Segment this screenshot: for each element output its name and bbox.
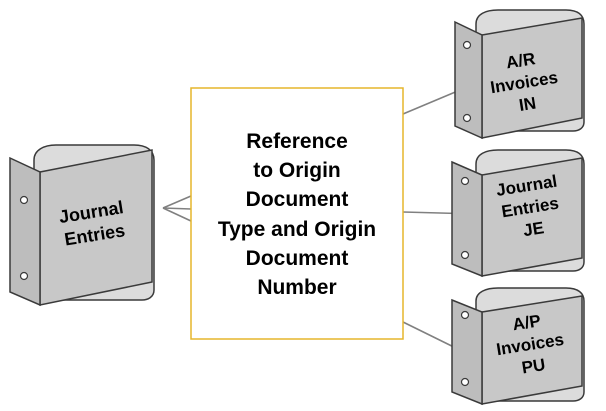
reference-text-line: to Origin bbox=[253, 159, 341, 182]
binder-spine bbox=[451, 160, 483, 278]
binder-spine bbox=[454, 20, 483, 140]
binder-ring-hole bbox=[460, 310, 470, 320]
binder-ring-hole bbox=[462, 40, 472, 50]
binder-spine bbox=[9, 156, 41, 307]
binder-label-line: A/R bbox=[505, 49, 537, 72]
binder-journal-entries-source: Journal Entries bbox=[9, 144, 155, 307]
binder-ring-hole bbox=[19, 271, 29, 281]
binder-label-line: A/P bbox=[511, 311, 542, 334]
binder-ring-hole bbox=[460, 176, 470, 186]
reference-box-border bbox=[190, 87, 404, 340]
reference-text-line: Reference bbox=[246, 130, 348, 153]
binder-ar-invoices: A/R Invoices IN bbox=[454, 9, 585, 140]
reference-text-line: Number bbox=[257, 276, 336, 299]
binder-label-line: JE bbox=[522, 218, 546, 240]
binder-ring-hole bbox=[19, 195, 29, 205]
binder-ring-hole bbox=[462, 113, 472, 123]
reference-text-line: Type and Origin bbox=[218, 218, 376, 241]
binder-ap-invoices: A/P Invoices PU bbox=[451, 287, 585, 406]
binder-journal-entries-je: Journal Entries JE bbox=[451, 149, 585, 278]
binder-spine bbox=[451, 298, 483, 406]
binder-label-line: PU bbox=[520, 355, 546, 377]
binder-label-line: IN bbox=[518, 94, 538, 115]
binder-ring-hole bbox=[460, 250, 470, 260]
reference-box: Reference to Origin Document Type and Or… bbox=[190, 87, 404, 340]
reference-text-line: Document bbox=[246, 247, 349, 270]
reference-text-line: Document bbox=[246, 188, 349, 211]
source-connector bbox=[162, 195, 192, 222]
binder-ring-hole bbox=[460, 377, 470, 387]
